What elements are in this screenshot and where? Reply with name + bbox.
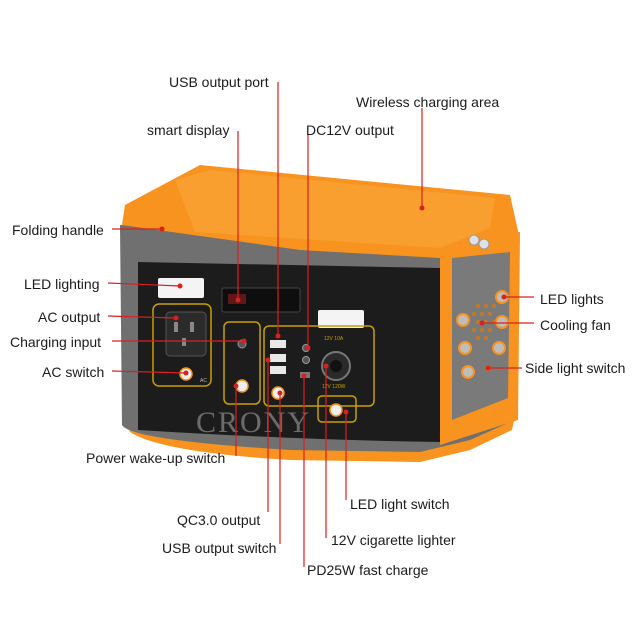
dc12v-port <box>302 356 310 364</box>
label-qc30-output: QC3.0 output <box>177 512 261 528</box>
side-led-light <box>495 315 509 329</box>
label-usb-output-switch: USB output switch <box>162 540 277 556</box>
label-led-light-switch: LED light switch <box>350 496 450 512</box>
label-charging-input: Charging input <box>10 334 102 350</box>
label-ac-switch: AC switch <box>42 364 105 380</box>
handle-hinge <box>478 238 490 250</box>
usb-port <box>270 366 286 374</box>
led-switch-button <box>329 403 343 417</box>
ac-outlet-frame <box>152 303 212 387</box>
leader-dots <box>159 205 507 415</box>
side-led-light <box>458 341 472 355</box>
leader-lines <box>107 82 534 567</box>
handle-hinge <box>468 234 480 246</box>
label-dc12v-output: DC12V output <box>306 122 394 138</box>
usb-port <box>270 340 286 348</box>
label-led-lighting: LED lighting <box>24 276 100 292</box>
usb-port <box>270 354 286 362</box>
side-led-light <box>492 341 506 355</box>
brand-watermark: CRONY <box>196 406 311 439</box>
label-cooling-fan: Cooling fan <box>540 317 611 333</box>
label-cigarette-lighter: 12V cigarette lighter <box>331 532 456 548</box>
label-led-lights: LED lights <box>540 291 604 307</box>
charging-group-frame <box>223 321 261 405</box>
label-side-light-switch: Side light switch <box>525 360 626 376</box>
label-wireless-charging-area: Wireless charging area <box>356 94 500 110</box>
label-pd25w-fast-charge: PD25W fast charge <box>307 562 429 578</box>
ac-marking: AC <box>200 378 207 384</box>
front-panel <box>138 262 440 442</box>
label-smart-display: smart display <box>147 122 230 138</box>
side-led-light <box>461 365 475 379</box>
label-ac-output: AC output <box>38 309 101 325</box>
usb-group-frame <box>263 325 375 407</box>
label-folding-handle: Folding handle <box>12 222 104 238</box>
label-power-wakeup-switch: Power wake-up switch <box>86 450 226 466</box>
ac-outlet <box>165 311 207 357</box>
wireless-charging-pad <box>175 170 495 248</box>
cig-marking: 12V 120W <box>322 384 346 390</box>
label-usb-output-port: USB output port <box>169 74 269 90</box>
led-strip-right <box>318 310 364 328</box>
led-switch-frame <box>317 395 357 423</box>
side-led-light <box>456 313 470 327</box>
side-panel <box>452 252 510 420</box>
dc-marking: 12V 10A <box>324 336 344 342</box>
